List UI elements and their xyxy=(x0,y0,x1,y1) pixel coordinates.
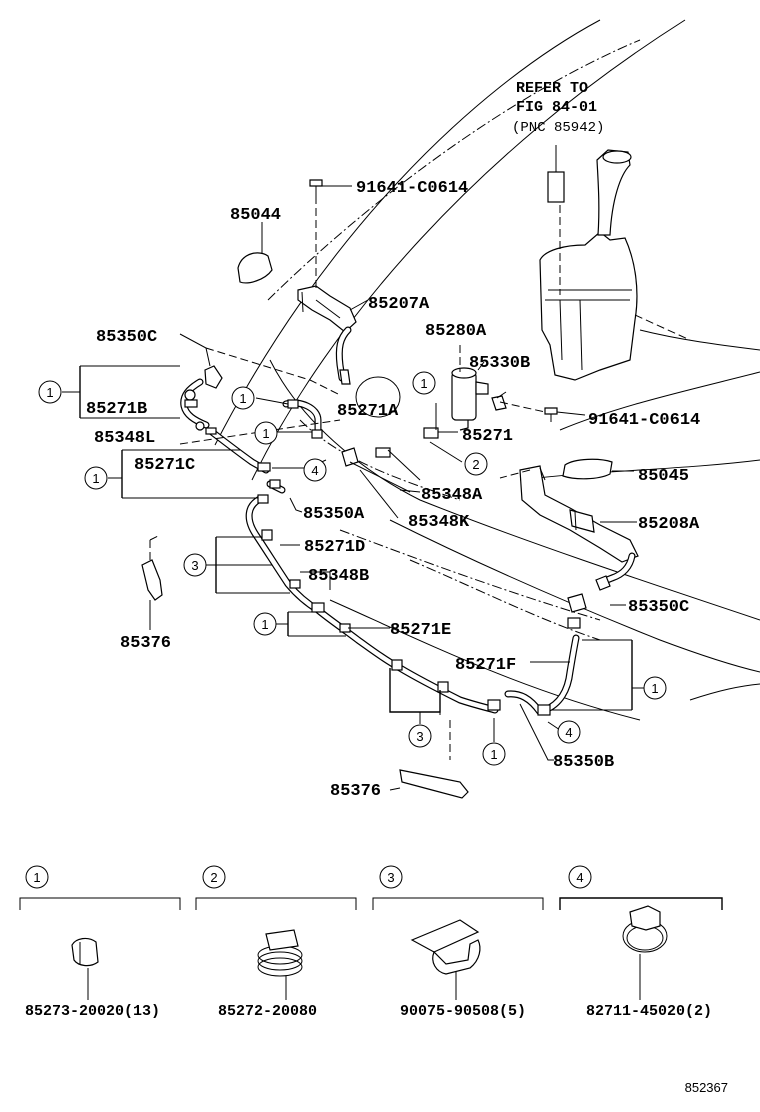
label-85271F: 85271F xyxy=(455,656,516,675)
hose-fittings xyxy=(184,365,611,716)
part-labels: REFER TO FIG 84-01 (PNC 85942) 91641-C06… xyxy=(86,80,700,801)
callouts: 1 1 1 1 1 2 4 3 1 1 3 4 1 xyxy=(38,371,667,766)
label-91641-right: 91641-C0614 xyxy=(588,411,700,430)
refer-note-line1: REFER TO xyxy=(516,80,588,97)
callout-1: 1 xyxy=(262,426,269,441)
label-85348K: 85348K xyxy=(408,513,470,532)
washer-tank-illustration xyxy=(539,145,691,381)
label-85350C-right: 85350C xyxy=(628,598,689,617)
refer-note-line3: (PNC 85942) xyxy=(512,120,604,136)
callout-4: 4 xyxy=(311,463,318,478)
label-85348L: 85348L xyxy=(94,429,155,448)
clamp-85272-icon xyxy=(257,929,303,977)
legend-part-3: 90075-90508(5) xyxy=(400,1003,526,1020)
legend-num-4: 4 xyxy=(576,870,583,885)
callout-2: 2 xyxy=(472,457,479,472)
label-85044: 85044 xyxy=(230,206,281,225)
right-nozzle-85208A xyxy=(519,465,639,563)
label-85376-left: 85376 xyxy=(120,634,171,653)
clip-90075-icon xyxy=(410,919,481,975)
seal-85376-bottom xyxy=(399,769,469,799)
legend-num-1: 1 xyxy=(33,870,40,885)
label-85271A: 85271A xyxy=(337,402,399,421)
label-85271C: 85271C xyxy=(134,456,195,475)
legend-part-4: 82711-45020(2) xyxy=(586,1003,712,1020)
seal-85376-left xyxy=(141,559,163,601)
label-85271E: 85271E xyxy=(390,621,451,640)
nozzle-cover-85044 xyxy=(237,252,273,284)
label-85330B: 85330B xyxy=(469,354,530,373)
label-85348B: 85348B xyxy=(308,567,369,586)
label-85207A: 85207A xyxy=(368,295,430,314)
callout-3: 3 xyxy=(191,558,198,573)
callout-1: 1 xyxy=(490,747,497,762)
washer-pump-illustration xyxy=(451,367,489,431)
vehicle-body-outline xyxy=(214,19,760,721)
callout-1: 1 xyxy=(239,391,246,406)
label-85271: 85271 xyxy=(462,427,513,446)
nozzle-cover-85045 xyxy=(562,458,613,480)
left-nozzle-85207A xyxy=(297,285,357,333)
callout-4: 4 xyxy=(565,725,572,740)
callout-1: 1 xyxy=(46,385,53,400)
legend: 1 85273-20020(13) 2 85272-20080 3 90075-… xyxy=(19,865,723,1020)
label-85350A: 85350A xyxy=(303,505,365,524)
label-85350B: 85350B xyxy=(553,753,614,772)
label-85376-bottom: 85376 xyxy=(330,782,381,801)
legend-part-2: 85272-20080 xyxy=(218,1003,317,1020)
label-85208A: 85208A xyxy=(638,515,700,534)
label-85350C-left: 85350C xyxy=(96,328,157,347)
label-85271D: 85271D xyxy=(304,538,365,557)
callout-1: 1 xyxy=(420,376,427,391)
callout-1: 1 xyxy=(92,471,99,486)
grouping-brackets xyxy=(62,365,644,732)
band-clamp-82711-icon xyxy=(622,905,668,953)
legend-part-1: 85273-20020(13) xyxy=(25,1003,160,1020)
label-85280A: 85280A xyxy=(425,322,487,341)
legend-num-3: 3 xyxy=(387,870,394,885)
label-85045: 85045 xyxy=(638,467,689,486)
figure-number: 852367 xyxy=(685,1080,728,1095)
label-85348A: 85348A xyxy=(421,486,483,505)
legend-num-2: 2 xyxy=(210,870,217,885)
callout-1: 1 xyxy=(261,617,268,632)
leader-lines xyxy=(149,185,637,791)
label-85271B: 85271B xyxy=(86,400,147,419)
callout-1: 1 xyxy=(651,681,658,696)
label-91641-top: 91641-C0614 xyxy=(356,179,468,198)
refer-note-line2: FIG 84-01 xyxy=(516,99,597,116)
callout-3: 3 xyxy=(416,729,423,744)
clip-85273-icon xyxy=(71,937,99,967)
